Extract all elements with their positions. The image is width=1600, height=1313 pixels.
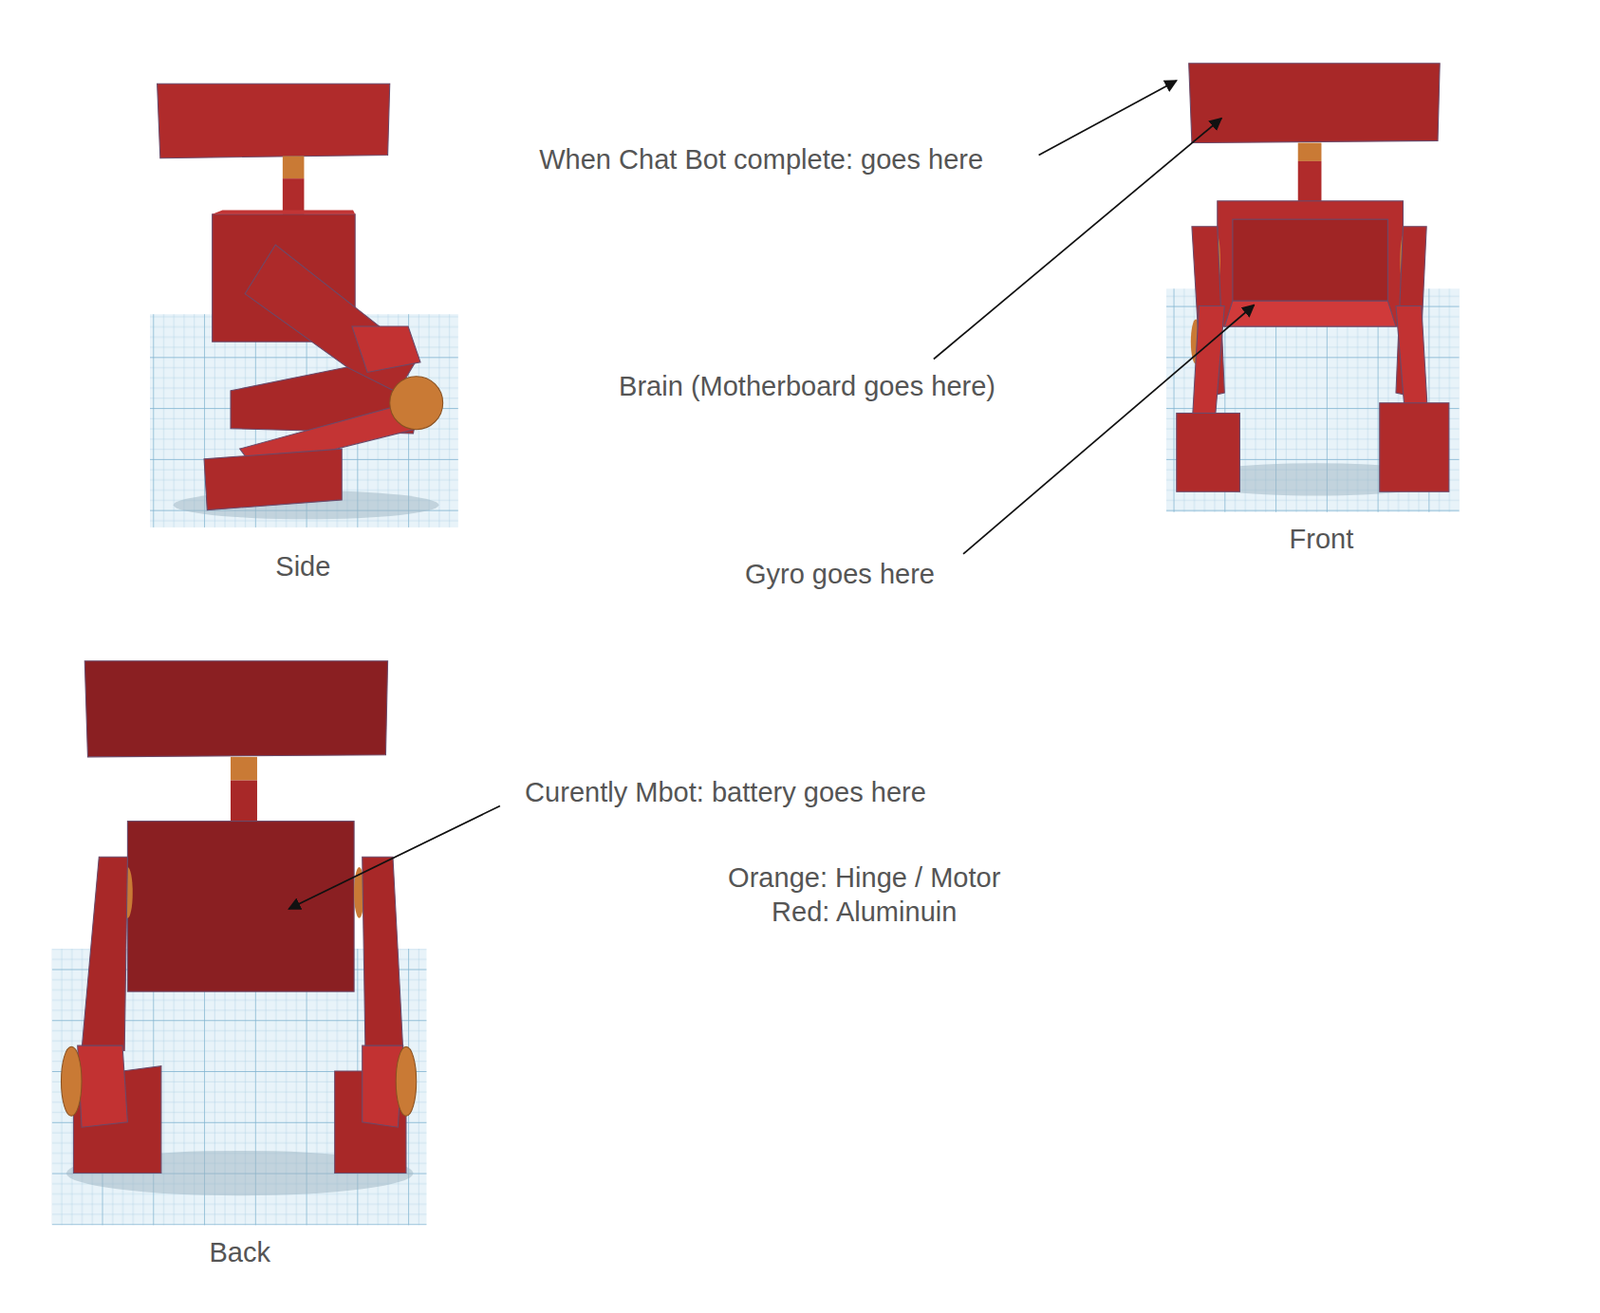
side-view-part bbox=[204, 448, 342, 511]
front-view-part bbox=[1166, 288, 1460, 512]
view-caption: Side bbox=[275, 550, 331, 584]
front-view-part bbox=[1379, 403, 1450, 493]
side-view-part bbox=[149, 73, 459, 527]
view-caption: Front bbox=[1289, 522, 1355, 557]
front-view-part bbox=[1166, 44, 1460, 512]
back-view-part bbox=[81, 856, 128, 1051]
front-view-part bbox=[1298, 161, 1322, 203]
front-view-part bbox=[1298, 143, 1322, 162]
back-view-part bbox=[84, 661, 388, 758]
side-view-part bbox=[157, 83, 391, 158]
back-view-part bbox=[77, 1045, 129, 1128]
front-view bbox=[1166, 44, 1460, 512]
front-view-part bbox=[1224, 300, 1396, 327]
front-view-part bbox=[1176, 412, 1241, 492]
annotation-label: Brain (Motherboard goes here) bbox=[618, 370, 996, 404]
leader-arrows-part bbox=[963, 305, 1254, 555]
annotation-label: Gyro goes here bbox=[744, 558, 935, 592]
front-view-part bbox=[1232, 219, 1388, 301]
back-view-part bbox=[230, 757, 258, 782]
back-view-part bbox=[362, 856, 404, 1051]
leader-arrows bbox=[288, 80, 1254, 910]
leader-arrows-part bbox=[288, 805, 501, 910]
side-view-part bbox=[149, 314, 459, 528]
side-view-part bbox=[149, 314, 459, 528]
back-view bbox=[52, 642, 428, 1226]
back-view-part bbox=[127, 821, 354, 993]
side-view-part bbox=[282, 156, 305, 180]
back-view-part bbox=[61, 1046, 83, 1117]
front-view-part bbox=[1217, 201, 1404, 327]
side-view-part bbox=[352, 326, 421, 373]
back-view-part bbox=[395, 1046, 417, 1117]
front-view-part bbox=[1166, 288, 1460, 512]
back-view-part bbox=[52, 642, 428, 1226]
annotation-label: When Chat Bot complete: goes here bbox=[539, 143, 984, 177]
front-view-part bbox=[1189, 63, 1441, 144]
view-caption: Back bbox=[208, 1236, 271, 1270]
front-view-part bbox=[1191, 306, 1225, 429]
leader-arrows-part bbox=[1039, 80, 1177, 155]
side-view-part bbox=[212, 210, 356, 215]
annotation-label: Curently Mbot: battery goes here bbox=[524, 776, 927, 810]
legend-note: Red: Aluminuin bbox=[771, 895, 957, 930]
legend-note: Orange: Hinge / Motor bbox=[727, 861, 1001, 895]
side-view-part bbox=[390, 376, 444, 430]
side-view bbox=[149, 73, 459, 527]
